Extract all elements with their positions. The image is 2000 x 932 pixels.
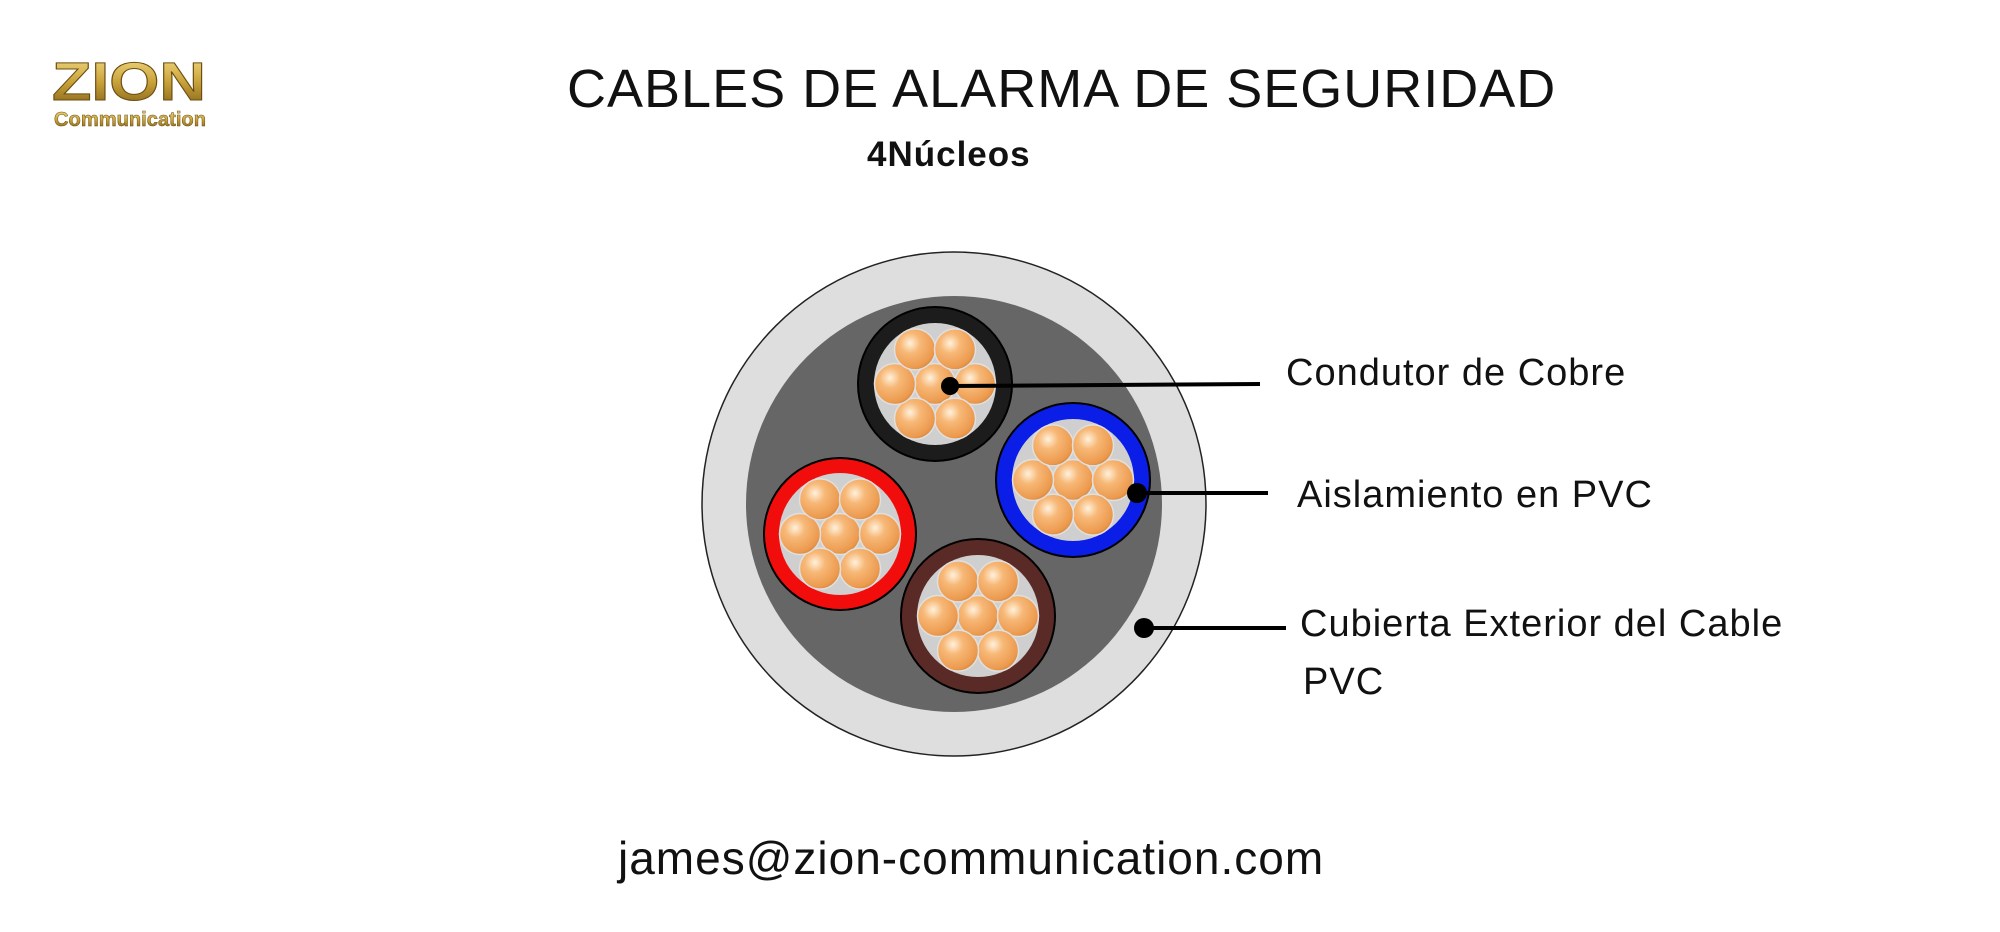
copper-strand-brown-2 [976, 629, 1020, 672]
label-pvc-insulation: Aislamiento en PVC [1297, 474, 1653, 516]
copper-strand-red-2 [838, 547, 882, 590]
copper-strand-brown-3 [936, 629, 980, 672]
contact-email: james@zion-communication.com [618, 832, 1325, 884]
copper-strand-blue-2 [1071, 493, 1115, 536]
label-outer-sheath: Cubierta Exterior del Cable [1300, 603, 1784, 645]
label-outer-sheath-material: PVC [1303, 661, 1385, 703]
copper-strand-brown-4 [916, 594, 960, 638]
copper-strand-blue-1 [1091, 458, 1135, 502]
copper-strand-black-4 [873, 362, 917, 406]
copper-strand-black-3 [893, 397, 937, 440]
copper-strand-blue-5 [1031, 424, 1075, 467]
copper-strand-black-5 [893, 328, 937, 371]
callout-insulation [1127, 483, 1268, 503]
callout-sheath [1134, 618, 1286, 638]
copper-strand-red-6 [838, 478, 882, 521]
copper-strand-brown-5 [936, 560, 980, 603]
core-count-subtitle: 4Núcleos [867, 135, 1031, 174]
copper-strand-blue-4 [1011, 458, 1055, 502]
copper-strands [778, 328, 1135, 672]
logo-word: ZION [52, 52, 206, 112]
copper-strand-brown-1 [996, 594, 1040, 638]
page-title: CABLES DE ALARMA DE SEGURIDAD [567, 59, 1557, 119]
callout-copper-dot [941, 377, 959, 395]
copper-strand-black-6 [933, 328, 977, 371]
copper-strand-black-2 [933, 397, 977, 440]
copper-strand-red-1 [858, 512, 902, 556]
copper-strand-brown-6 [976, 560, 1020, 603]
callout-insulation-dot [1127, 483, 1147, 503]
label-copper-conductor: Condutor de Cobre [1286, 352, 1627, 394]
copper-strand-red-5 [798, 478, 842, 521]
copper-strand-red-4 [778, 512, 822, 556]
logo-tagline: Communication [54, 109, 206, 130]
callout-copper [941, 377, 1261, 395]
zion-communication-logo: ZION Communication [52, 52, 207, 131]
copper-strand-blue-3 [1031, 493, 1075, 536]
copper-strand-blue-6 [1071, 424, 1115, 467]
callout-copper-line [949, 382, 1261, 388]
copper-strand-red-3 [798, 547, 842, 590]
callout-sheath-dot [1134, 618, 1154, 638]
